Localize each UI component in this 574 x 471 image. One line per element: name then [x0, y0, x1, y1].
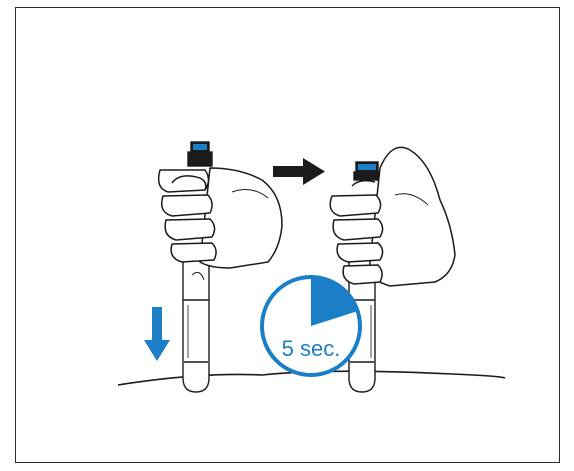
down-arrow-icon — [144, 307, 170, 361]
right-hand — [330, 147, 455, 286]
left-hand — [159, 168, 282, 268]
timer-label: 5 sec. — [282, 336, 341, 361]
right-arrow-icon — [273, 158, 325, 185]
